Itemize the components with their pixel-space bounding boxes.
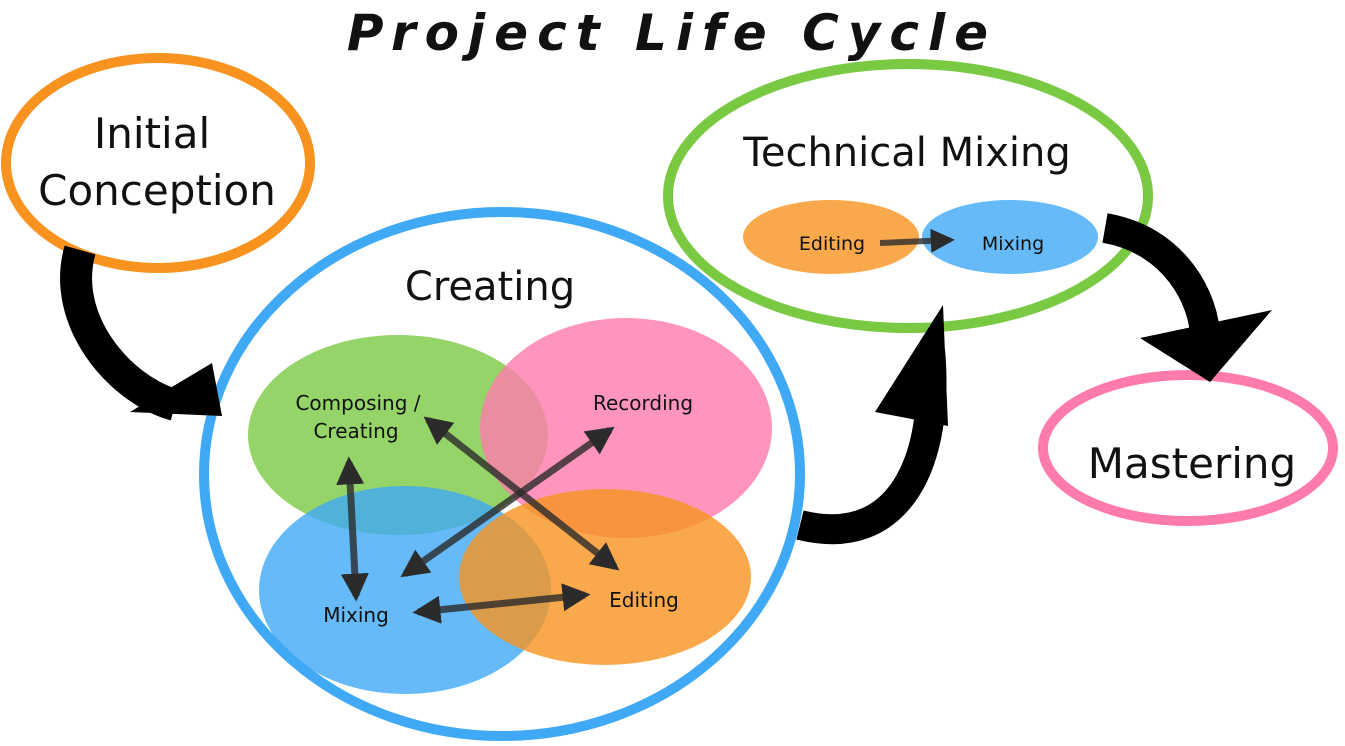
tech-editing-blob (743, 200, 919, 274)
creating-ring (199, 207, 805, 741)
technical-mixing-ring (663, 59, 1153, 333)
editing-label: Editing (609, 588, 679, 612)
composing-label-line2: Creating (313, 419, 398, 443)
mixing-label: Mixing (323, 603, 389, 627)
mixing-editing-arrow (412, 583, 591, 624)
composing-editing-arrow (423, 416, 620, 571)
creating-label: Creating (405, 264, 575, 310)
diagram-title: Project Life Cycle (347, 4, 997, 62)
editing-blob (459, 489, 751, 665)
tech-mixing-label: Mixing (982, 233, 1044, 255)
conception-to-creating-arrowhead (130, 363, 222, 416)
tech-mixing-blob (922, 200, 1098, 274)
mastering-label: Mastering (1088, 439, 1296, 488)
tech-editing-label: Editing (799, 233, 865, 255)
mastering-ring (1038, 370, 1338, 526)
technical-to-mastering-arrow (1101, 213, 1220, 339)
initial-conception-ring (1, 53, 315, 273)
conception-to-creating-arrow (60, 245, 180, 421)
composing-mixing-arrow (336, 456, 369, 602)
initial-conception-line1: Initial (94, 109, 210, 158)
recording-label: Recording (593, 391, 693, 415)
composing-label-line1: Composing / (295, 391, 420, 415)
tech-editing-mixing-arrow (879, 228, 955, 253)
creating-to-technical-arrowhead (875, 305, 948, 426)
technical-mixing-label: Technical Mixing (742, 130, 1071, 176)
initial-conception-line2: Conception (38, 166, 276, 215)
technical-to-mastering-arrowhead (1140, 310, 1272, 382)
